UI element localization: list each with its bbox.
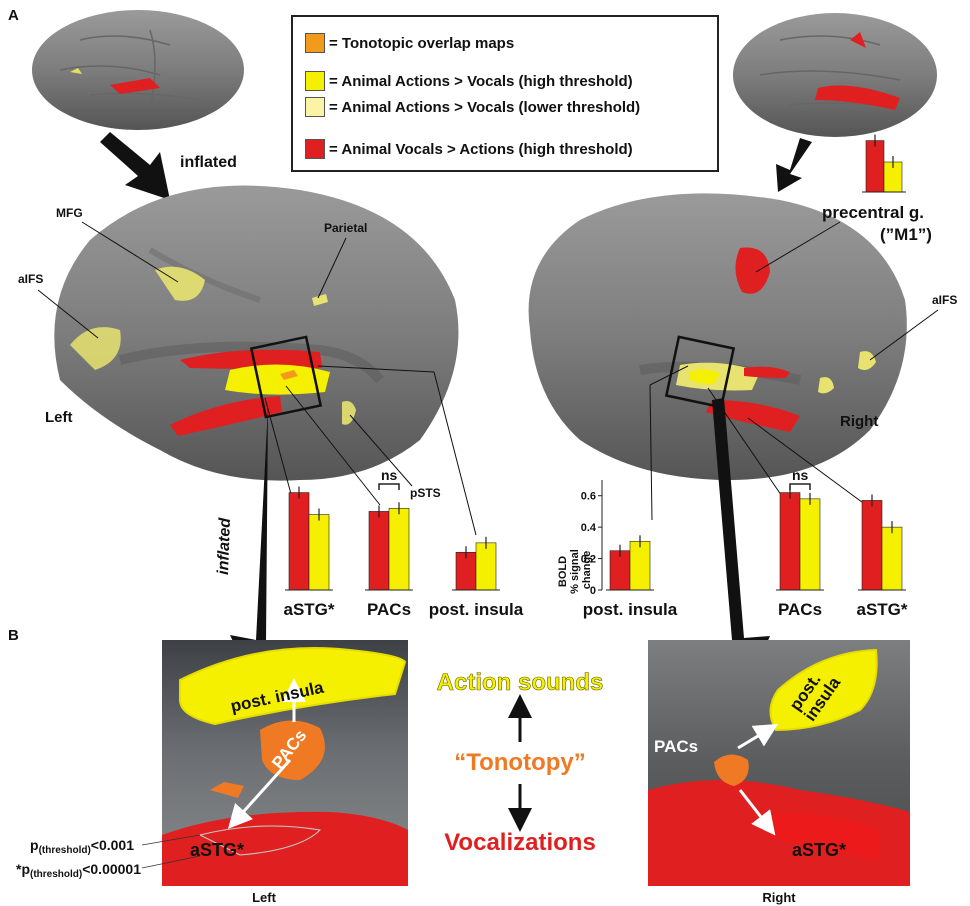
leader-lines	[264, 365, 871, 536]
bar-label-5: aSTG*	[856, 600, 907, 619]
bar-4-1	[799, 498, 821, 591]
y-tick-label-0: 0.6	[581, 491, 596, 503]
left-brain-small	[32, 10, 244, 130]
bold-axis-label: BOLD % signal change	[557, 546, 593, 594]
ns-label-right: ns	[792, 467, 809, 483]
y-tick-label-1: 0.4	[581, 522, 597, 534]
precentral-m1-label: (”M1”)	[880, 225, 932, 244]
psts-label: pSTS	[410, 486, 441, 500]
left-brain-inflated	[54, 185, 459, 481]
ns-label-left: ns	[381, 467, 398, 483]
bar-label-2: post. insula	[429, 600, 524, 619]
bar-0-0	[288, 492, 310, 591]
bar-label-0: aSTG*	[283, 600, 334, 619]
inflated-top-label: inflated	[180, 154, 237, 171]
ns-bracket-4	[789, 483, 811, 490]
arrow-inflated-right	[776, 138, 812, 192]
bar-charts: aSTG* PACs post. insula post. insula 0.6 0.4 0…	[283, 134, 908, 619]
bar-5-1	[881, 526, 903, 591]
legend-swatch-tonotopic	[305, 33, 325, 53]
threshold-2: *p(threshold)<0.00001	[16, 861, 141, 880]
aifs-left-label: aIFS	[18, 272, 43, 286]
bar-label-3: post. insula	[583, 600, 678, 619]
panel-b-left-zoom	[162, 640, 408, 886]
legend-text-actions-high: = Animal Actions > Vocals (high threshol…	[329, 72, 633, 90]
mfg-leader	[81, 221, 179, 283]
legend-text-tonotopic: = Tonotopic overlap maps	[329, 34, 515, 52]
arrow-zoom-right	[710, 398, 770, 700]
legend-item-actions-high: = Animal Actions > Vocals (high threshol…	[305, 71, 633, 91]
legend-text-actions-low: = Animal Actions > Vocals (lower thresho…	[329, 98, 641, 116]
legend-swatch-actions-high	[305, 71, 325, 91]
arrow-inflated-left	[100, 132, 170, 200]
y-tick-label-3: 0	[590, 585, 596, 597]
legend-text-vocals-high: = Animal Vocals > Actions (high threshol…	[329, 140, 633, 158]
mfg-label: MFG	[56, 206, 83, 220]
y-tick-label-2: 0.2	[581, 554, 596, 566]
bar-1-0	[368, 511, 390, 591]
bar-1-1	[388, 507, 410, 591]
bar-4-0	[779, 492, 801, 591]
zoom-right-pacs-label: PACs	[654, 737, 698, 756]
legend-item-actions-low: = Animal Actions > Vocals (lower thresho…	[305, 97, 640, 117]
zoom-left-caption: Left	[252, 890, 277, 905]
legend-swatch-vocals-high	[305, 139, 325, 159]
threshold-1: p(threshold)<0.001	[30, 837, 134, 856]
aifs-right-leader	[869, 309, 939, 361]
zoom-right-astg-label: aSTG*	[792, 840, 846, 860]
bar-label-4: PACs	[778, 600, 822, 619]
zoom-right-caption: Right	[762, 890, 796, 905]
threshold-2-leader	[141, 855, 201, 869]
bar-label-1: PACs	[367, 600, 411, 619]
zoom-left-astg-label: aSTG*	[190, 840, 244, 860]
action-sounds-label: Action sounds	[437, 669, 604, 696]
parietal-leader	[317, 237, 347, 299]
bar-5-0	[861, 500, 883, 591]
legend-swatch-actions-low	[305, 97, 325, 117]
right-brain-small	[733, 13, 937, 137]
legend-item-tonotopic: = Tonotopic overlap maps	[305, 33, 514, 53]
bar-2-1	[475, 542, 497, 591]
precentral-leader	[755, 221, 841, 273]
legend: = Tonotopic overlap maps = Animal Action…	[291, 15, 719, 172]
tonotopy-label: “Tonotopy”	[454, 749, 586, 776]
aifs-left-leader	[37, 289, 99, 339]
panel-label-a: A	[8, 7, 19, 24]
psts-leader	[349, 414, 413, 487]
bar-3-1	[629, 540, 651, 591]
aifs-right-label: aIFS	[932, 293, 957, 307]
threshold-1-leader	[141, 834, 201, 846]
left-hemisphere-label: Left	[45, 409, 73, 426]
vocalizations-label: Vocalizations	[444, 829, 596, 856]
bar-6-0	[865, 140, 885, 193]
right-hemisphere-label: Right	[840, 413, 878, 430]
legend-item-vocals-high: = Animal Vocals > Actions (high threshol…	[305, 139, 633, 159]
parietal-label: Parietal	[324, 221, 367, 235]
inflated-side-label: inflated	[215, 516, 234, 575]
panel-label-b: B	[8, 627, 19, 644]
bar-0-1	[308, 514, 330, 591]
precentral-label: precentral g.	[822, 203, 924, 222]
panel-b-right-zoom	[648, 640, 910, 886]
right-brain-inflated	[528, 193, 907, 481]
ns-bracket-1	[378, 483, 400, 490]
